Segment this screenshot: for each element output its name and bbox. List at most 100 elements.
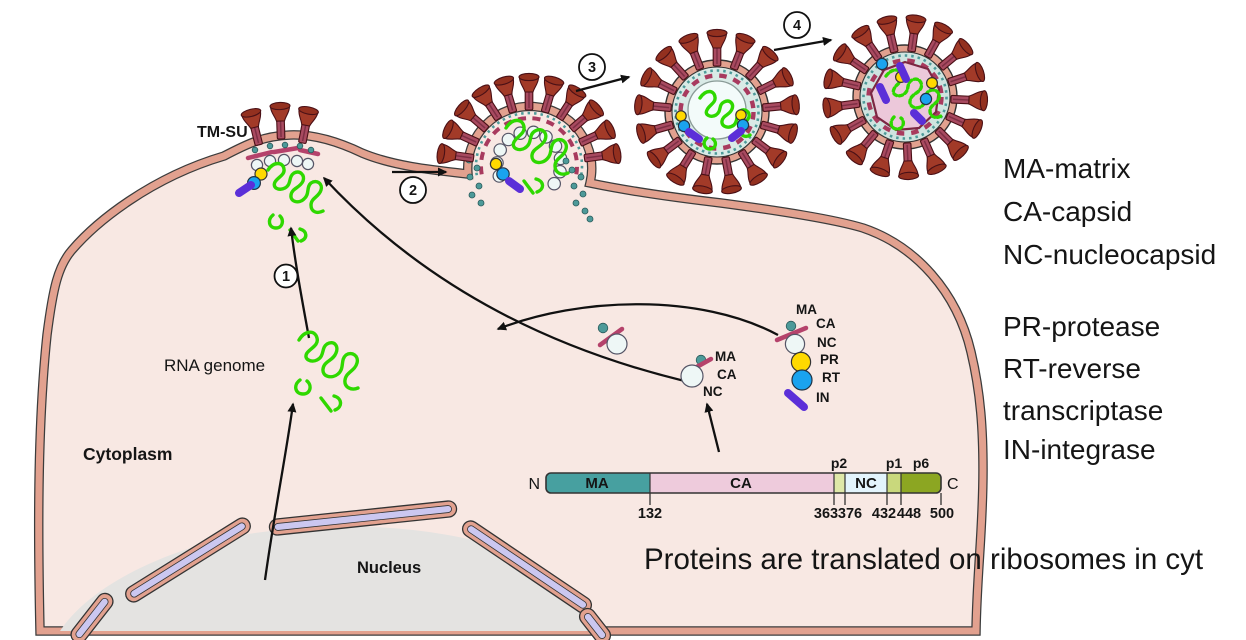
gagpol-molecule: MA CA NC PR RT IN <box>774 302 841 411</box>
tm-su-label: TM-SU <box>197 124 248 141</box>
nuclear-envelope-segment <box>70 592 114 640</box>
immature-rna <box>698 89 752 151</box>
matrix-rod <box>271 145 301 155</box>
pos-376: 376 <box>838 506 862 522</box>
gagpol-pr-label: PR <box>820 352 839 367</box>
n-terminus-label: N <box>528 476 540 493</box>
segment-p1 <box>887 473 901 493</box>
bud-reverse-transcriptase <box>496 167 510 181</box>
bar-nc-label: NC <box>855 475 877 492</box>
step-4-badge <box>783 11 811 39</box>
gag-ma-label: MA <box>715 349 736 364</box>
cell-membrane-band <box>35 102 987 635</box>
bud-integrase <box>505 177 524 193</box>
bar-ca-label: CA <box>730 475 752 492</box>
immature-virion-core <box>674 69 760 155</box>
membrane-fragment-dot <box>581 207 589 215</box>
legend-rt: RT-reverse <box>1003 353 1141 384</box>
membrane-fragment-dot <box>572 199 580 207</box>
legend-in: IN-integrase <box>1003 434 1156 465</box>
arrow-step-1 <box>287 226 311 339</box>
legend-pr: PR-protease <box>1003 311 1160 342</box>
segment-nc <box>845 473 887 493</box>
pos-448: 448 <box>897 506 921 522</box>
step-3-number: 3 <box>588 60 596 76</box>
arrow-gagpol-transport <box>496 303 779 337</box>
nuclear-envelope <box>70 500 612 640</box>
nuclear-envelope-segment <box>125 517 251 603</box>
segment-p6 <box>901 473 941 493</box>
rna-genome-squiggle <box>294 330 360 413</box>
gagpol-ca-label: CA <box>816 316 836 331</box>
arrow-nucleus-to-rna <box>263 402 297 581</box>
membrane-fragment-dot <box>570 182 578 190</box>
step-2-badge <box>399 176 427 204</box>
pos-132: 132 <box>638 506 662 522</box>
position-ticks <box>649 493 942 505</box>
caption: Proteins are translated on ribosomes in … <box>644 543 1203 576</box>
legend: MA-matrix CA-capsid NC-nucleocapsid PR-p… <box>1003 153 1216 465</box>
tmsu-rna <box>266 161 325 243</box>
gagpol-ma-label: MA <box>796 302 817 317</box>
nuclear-envelope-segment <box>578 607 612 640</box>
membrane-fragments <box>465 156 594 223</box>
capsid-subunit <box>493 143 507 157</box>
capsid-subunit <box>290 154 304 168</box>
nuclear-envelope-segment <box>268 500 458 536</box>
nucleus-label: Nucleus <box>357 559 421 577</box>
pos-500: 500 <box>930 506 954 522</box>
gagpol-in-label: IN <box>816 390 830 405</box>
tmsu-assembly-site <box>235 141 325 243</box>
protease <box>254 167 268 181</box>
polyprotein-segments <box>546 473 941 493</box>
pathway-arrows <box>263 36 833 581</box>
rna-genome-label: RNA genome <box>164 356 265 375</box>
gag-molecule-labeled: MA CA NC <box>680 349 737 399</box>
nuclear-envelope-segment <box>461 520 593 614</box>
membrane-fragment-dot <box>586 215 594 223</box>
arrow-bar-to-gag <box>704 402 721 453</box>
membrane-fragment-dot <box>473 164 481 172</box>
integrase <box>235 181 255 197</box>
polyprotein-outline <box>545 472 942 494</box>
membrane-fragment-dot <box>477 199 485 207</box>
gag-nc-label: NC <box>703 384 723 399</box>
p2-label: p2 <box>831 455 848 471</box>
legend-ma: MA-matrix <box>1003 153 1131 184</box>
bud-protease <box>489 157 503 171</box>
arrow-step-4 <box>773 36 833 52</box>
step-badges: 1 2 3 4 <box>273 11 811 289</box>
bud-rna <box>504 118 570 195</box>
gagpol-rt-label: RT <box>822 370 841 385</box>
gag-molecule-small <box>597 322 628 355</box>
matrix-rod <box>245 149 275 161</box>
gag-ca-label: CA <box>717 367 737 382</box>
c-terminus-label: C <box>947 476 959 493</box>
segment-p2 <box>834 473 845 493</box>
step-2-number: 2 <box>409 183 417 199</box>
gagpol-nc-label: NC <box>817 335 837 350</box>
mature-virion-core <box>862 54 948 140</box>
membrane-fragment-dot <box>475 182 483 190</box>
arrow-step-3 <box>575 74 631 93</box>
bud-teal-layer <box>474 111 584 176</box>
segment-ca <box>650 473 834 493</box>
membrane-fragment-dot <box>466 173 474 181</box>
membrane-fragment-dot <box>468 191 476 199</box>
step-3-badge <box>578 53 606 81</box>
budding-virion <box>465 111 594 223</box>
membrane-fragment-dot <box>562 157 570 165</box>
pos-363: 363 <box>814 506 838 522</box>
legend-rt2: transcriptase <box>1003 395 1163 426</box>
pos-432: 432 <box>872 506 896 522</box>
membrane-fragment-dot <box>568 166 576 174</box>
step-1-badge <box>273 263 299 289</box>
capsid-subunit <box>547 176 561 191</box>
step-1-number: 1 <box>282 269 290 285</box>
capsid-subunit <box>301 157 315 171</box>
cell <box>33 101 988 636</box>
bar-ma-label: MA <box>585 475 608 492</box>
step-4-number: 4 <box>793 18 801 34</box>
